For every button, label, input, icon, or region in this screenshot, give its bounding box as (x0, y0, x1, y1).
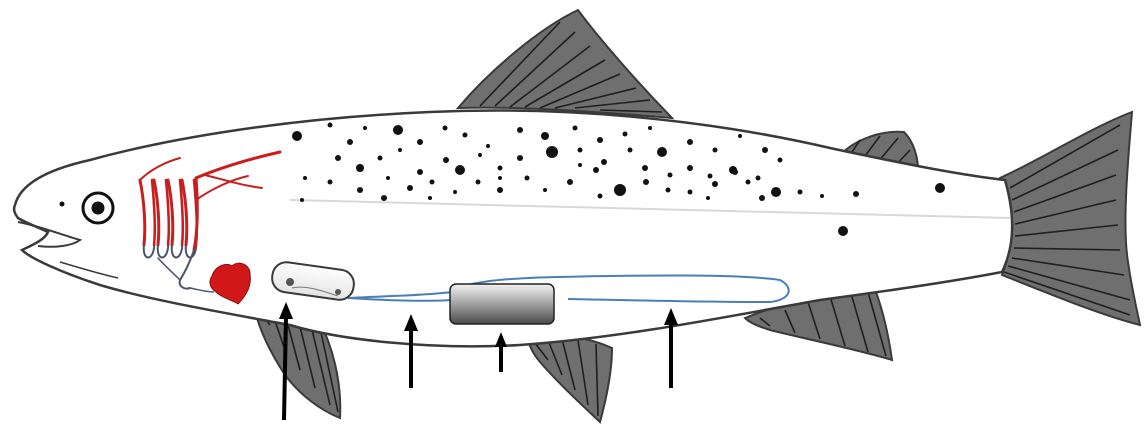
body-spot (303, 176, 307, 180)
body-spot (614, 184, 626, 196)
body-spot (543, 188, 547, 192)
body-spot (623, 132, 628, 137)
body-spot (778, 158, 783, 163)
body-spot (729, 166, 737, 174)
body-spot (771, 187, 781, 197)
body-spot (386, 176, 390, 180)
body-spot (430, 180, 435, 185)
body-spot (525, 176, 530, 181)
body-spot (393, 125, 403, 135)
body-spot (463, 133, 468, 138)
body-spot (628, 148, 633, 153)
body-spot (453, 190, 457, 194)
body-spot (417, 169, 423, 175)
body-spot (666, 188, 671, 193)
body-spot (598, 194, 603, 199)
body-spot (657, 147, 667, 157)
body-spot (853, 191, 859, 197)
body-spot (356, 164, 364, 172)
pelvic-fin (528, 336, 612, 422)
body-spot (517, 127, 523, 133)
body-spot (328, 123, 333, 128)
body-spot (601, 159, 607, 165)
body-spot (546, 146, 558, 158)
body-spot (300, 198, 304, 202)
data-logger-icon (450, 284, 554, 324)
body-spot (668, 173, 673, 178)
body-spot (443, 157, 449, 163)
body-spot (593, 167, 599, 173)
body-spot (642, 165, 648, 171)
body-spot (820, 194, 824, 198)
body-spot (798, 190, 803, 195)
body-spot (357, 187, 363, 193)
body-spot (578, 163, 582, 167)
body-spot (738, 134, 742, 138)
body-spot (762, 147, 768, 153)
body-spot (597, 137, 603, 143)
body-spot (573, 126, 578, 131)
body-spot (417, 139, 423, 145)
body-spot (335, 155, 341, 161)
body-spot (643, 179, 649, 185)
body-spot (476, 180, 481, 185)
body-spot (517, 155, 523, 161)
body-spot (687, 165, 693, 171)
body-spot (746, 180, 751, 185)
body-spot (486, 144, 490, 148)
body-spot (398, 148, 402, 152)
body-spot (688, 190, 693, 195)
body-spot (292, 131, 302, 141)
body-spot (497, 187, 503, 193)
body-spot (713, 148, 718, 153)
body-spot (428, 196, 432, 200)
body-spot (347, 139, 353, 145)
body-spot (838, 226, 848, 236)
body-spot (498, 176, 502, 180)
arrow-tube-rear (664, 308, 678, 388)
body-spot (756, 176, 761, 181)
body-spot (712, 181, 718, 187)
tail-fin (1000, 112, 1140, 325)
body-spot (706, 196, 710, 200)
body-spot (541, 132, 549, 140)
body-spot (567, 179, 573, 185)
body-spot (687, 139, 693, 145)
body-spot (935, 183, 945, 193)
body-spot (378, 156, 383, 161)
body-spot (363, 126, 367, 130)
body-spot (443, 126, 448, 131)
body-spot (455, 165, 465, 175)
body-spot (759, 195, 765, 201)
body-spot (708, 174, 713, 179)
body-spot (328, 180, 333, 185)
body-spot (381, 195, 387, 201)
body-spot (648, 126, 652, 130)
body-spot (578, 148, 583, 153)
body-spot (498, 166, 503, 171)
body-spot (478, 153, 482, 157)
body-spot (407, 185, 413, 191)
